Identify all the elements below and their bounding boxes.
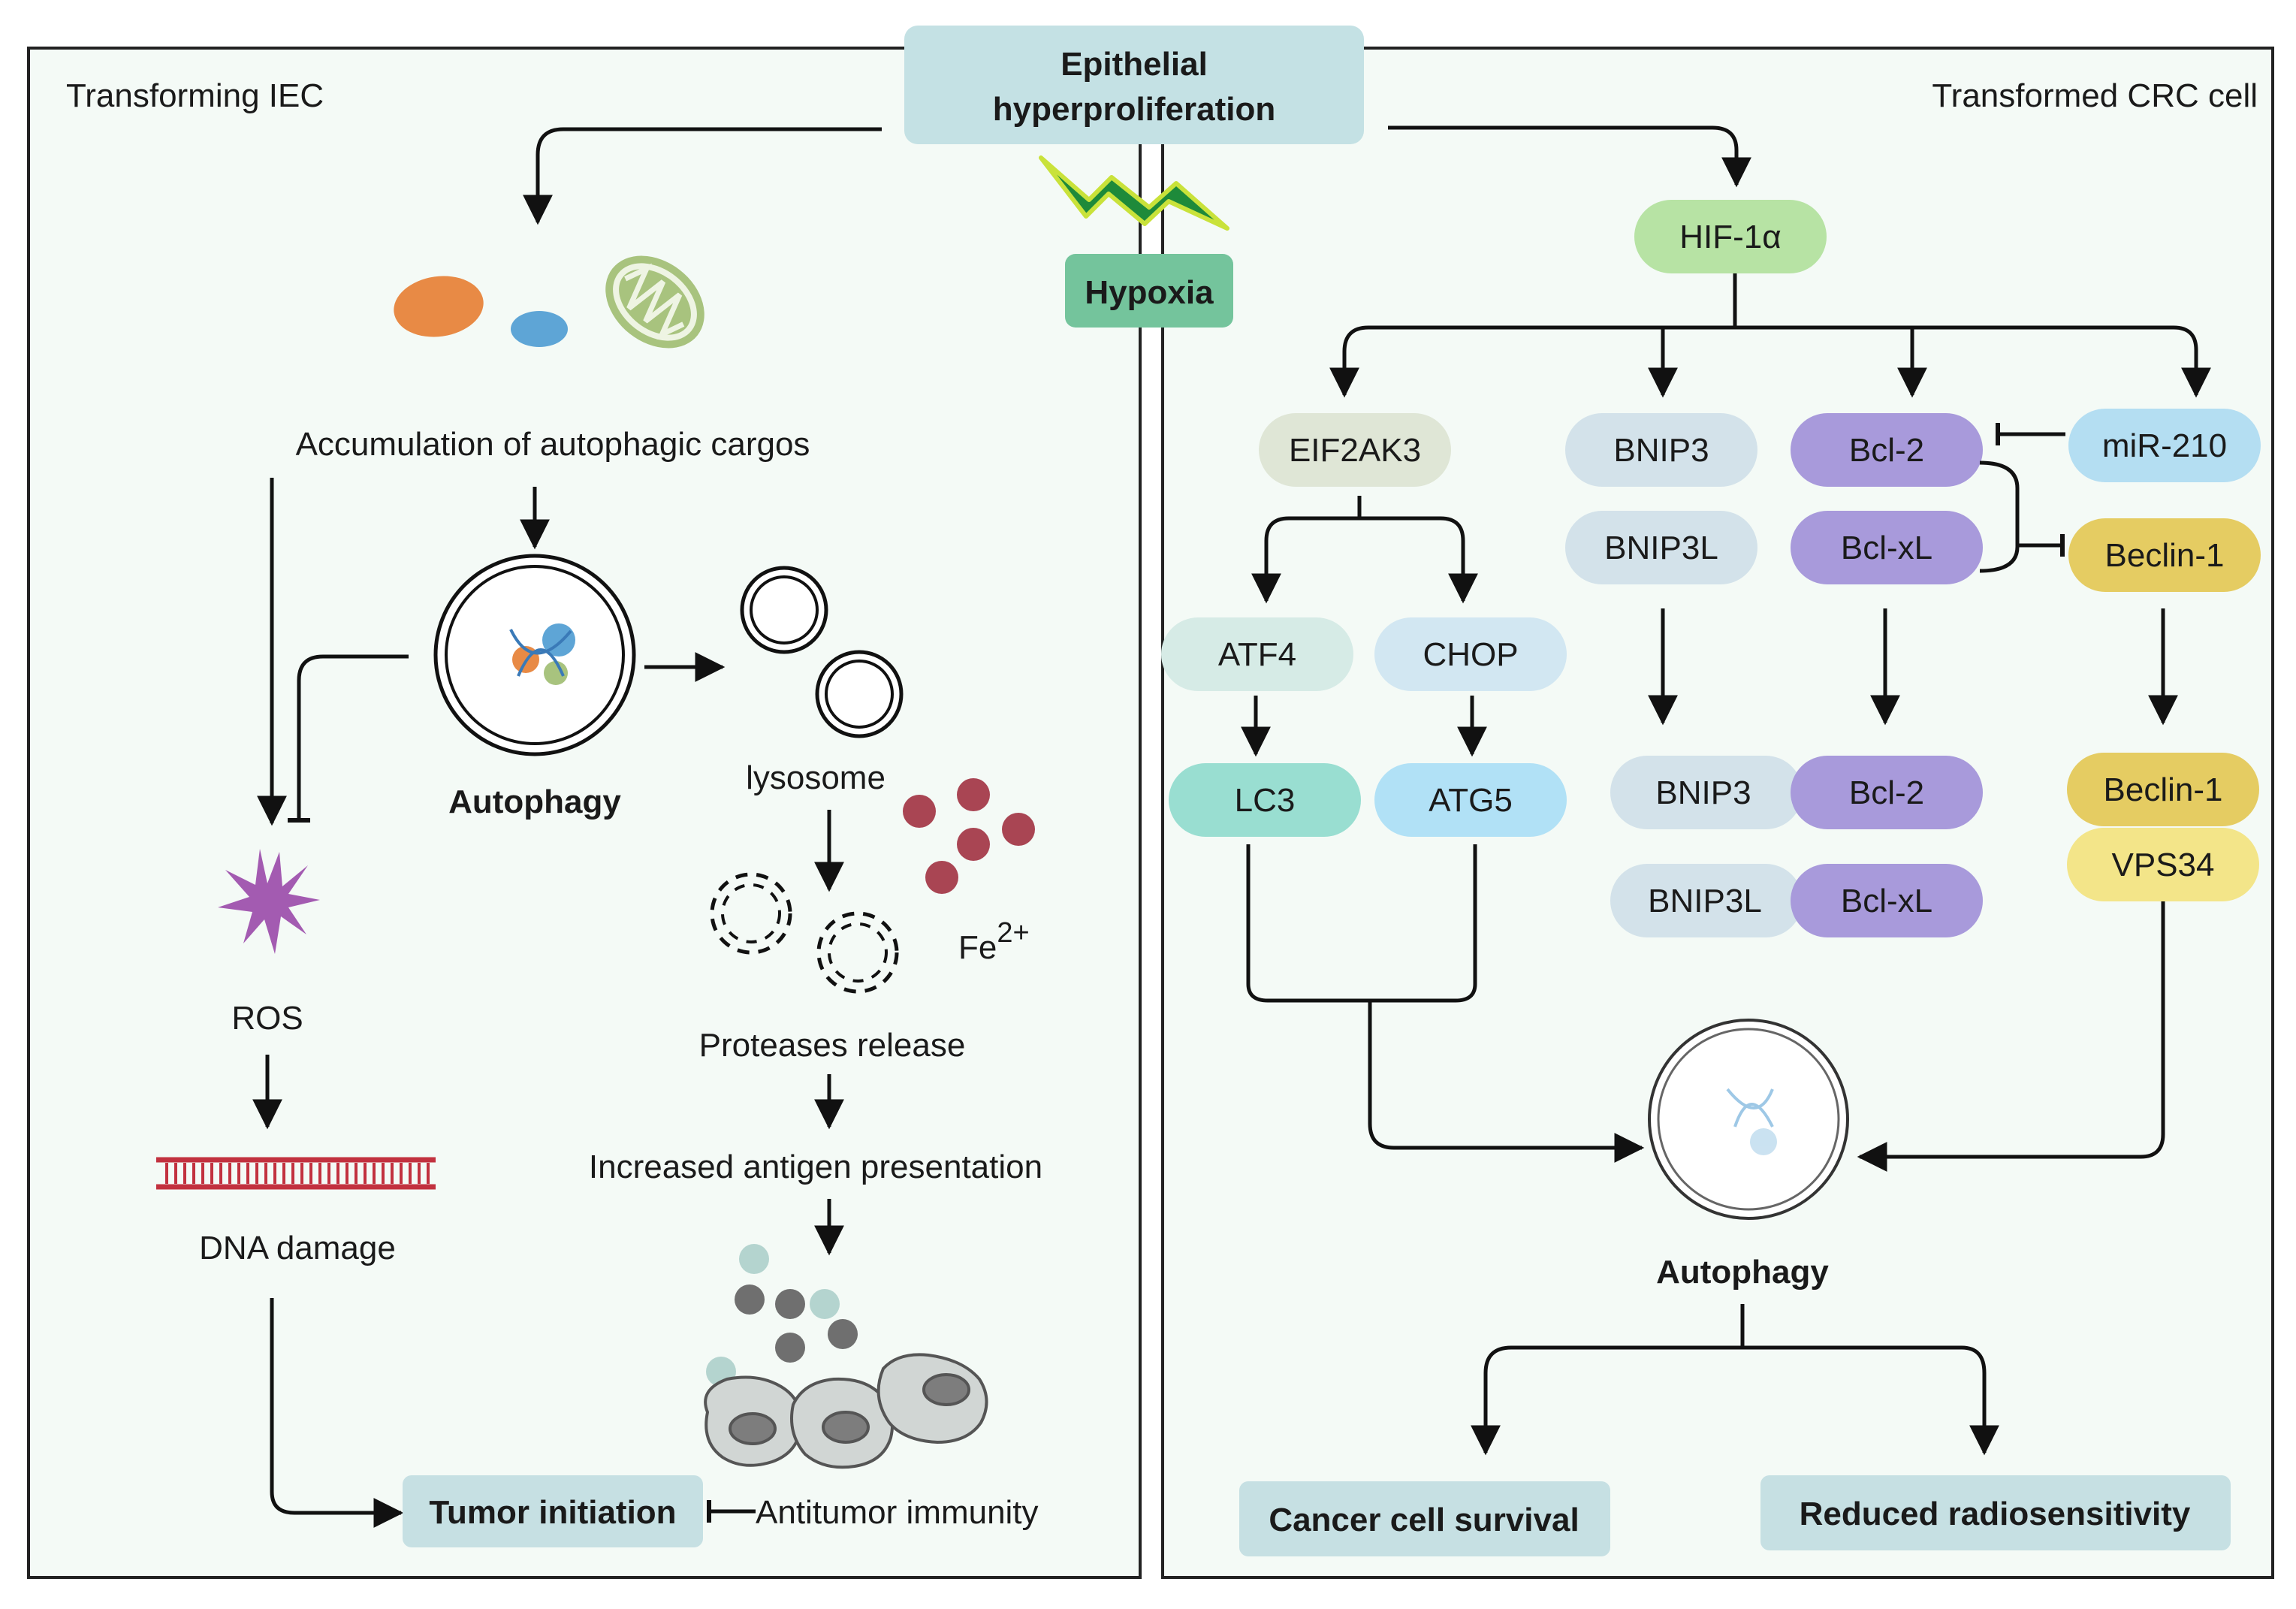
eif2ak3-label: EIF2AK3 (1289, 432, 1421, 469)
chop-box (1374, 617, 1567, 691)
autophagic-cargo-right-icon (1726, 1088, 1777, 1155)
lysosome-icon-2 (815, 650, 904, 738)
bnip3l-complex-box (1610, 864, 1803, 937)
bcl2-complex-box (1791, 756, 1983, 829)
reduced-radiosensitivity-label: Reduced radiosensitivity (1800, 1496, 2191, 1532)
epithelial-hyperproliferation-box (904, 26, 1364, 144)
beclin1-label: Beclin-1 (2105, 537, 2225, 574)
arrow-vps34-to-autophagy (1857, 901, 2165, 1172)
left-panel (27, 47, 1142, 1579)
tumor-initiation-label: Tumor initiation (429, 1494, 676, 1531)
dna-damage-label: DNA damage (199, 1230, 396, 1266)
arrow-hif-to-mir210 (1735, 325, 2211, 398)
antitumor-immunity-label: Antitumor immunity (756, 1494, 1039, 1531)
autophagic-cargo-icon (509, 623, 575, 685)
arrow-top-to-hif (1388, 125, 1751, 188)
ros-icon (218, 849, 320, 954)
arrow-hif-to-eif2ak3 (1329, 325, 1735, 398)
dna-damage-icon (156, 1157, 436, 1190)
bnip3-complex-label: BNIP3 (1655, 774, 1751, 811)
atf4-box (1161, 617, 1353, 691)
antigen-particles-icon (706, 1244, 858, 1387)
ruptured-lysosome-icon-2 (816, 911, 899, 994)
autophagy-right-label: Autophagy (1656, 1254, 1829, 1291)
atf4-label: ATF4 (1218, 636, 1296, 673)
hypoxia-box (1065, 254, 1233, 328)
arrow-eif2ak3-to-chop (1359, 516, 1478, 604)
left-panel-title: Transforming IEC (66, 77, 324, 114)
arrow-autophagy-to-radiosensitivity (1742, 1345, 1999, 1456)
vps34-box (2067, 828, 2259, 901)
bcl-bracket (1979, 460, 2020, 573)
arrow-top-to-cargos (523, 127, 882, 225)
right-panel-title: Transformed CRC cell (1932, 77, 2258, 114)
antigen-label: Increased antigen presentation (589, 1149, 1042, 1185)
accumulation-label: Accumulation of autophagic cargos (296, 426, 810, 463)
bclxl-complex-box (1791, 864, 1983, 937)
lightning-icon (1039, 155, 1229, 231)
bnip3l-complex-label: BNIP3L (1648, 883, 1762, 919)
inhibit-autophagy-to-ros (288, 654, 409, 823)
cancer-cell-survival-label: Cancer cell survival (1269, 1502, 1579, 1538)
cancer-cell-survival-box (1239, 1481, 1610, 1556)
bclxl-label: Bcl-xL (1841, 530, 1932, 566)
mitochondrion-icon (605, 255, 704, 349)
bcl2-complex-label: Bcl-2 (1849, 774, 1924, 811)
mir210-label: miR-210 (2102, 427, 2227, 464)
proteases-label: Proteases release (699, 1027, 966, 1064)
beclin1-complex-box (2067, 753, 2259, 826)
epithelial-label-line1: Epithelial (1061, 46, 1208, 83)
bnip3l-box (1565, 511, 1757, 584)
arrow-eif2ak3-to-atf4 (1251, 516, 1359, 604)
vps34-label: VPS34 (2112, 847, 2215, 883)
hypoxia-label: Hypoxia (1085, 274, 1214, 311)
line-lc3-atg5-merge (1246, 844, 1477, 1003)
bnip3-box (1565, 413, 1757, 487)
bcl2-box (1791, 413, 1983, 487)
hif-label: HIF-1α (1679, 219, 1781, 255)
ruptured-lysosome-icon (710, 872, 792, 955)
fe-label: Fe2+ (958, 917, 1030, 966)
reduced-radiosensitivity-box (1760, 1475, 2231, 1550)
autophagy-left-label: Autophagy (448, 783, 621, 820)
hif-box (1634, 200, 1827, 273)
lc3-box (1169, 763, 1361, 837)
epithelial-label-line2: hyperproliferation (993, 91, 1276, 128)
iron-ions-icon (903, 778, 1035, 894)
tumor-initiation-box (403, 1475, 703, 1547)
cargo-blue-icon (511, 311, 568, 347)
bcl2-label: Bcl-2 (1849, 432, 1924, 469)
atg5-label: ATG5 (1429, 782, 1513, 819)
chop-label: CHOP (1423, 636, 1518, 673)
eif2ak3-box (1259, 413, 1451, 487)
mir210-box (2068, 409, 2261, 482)
beclin1-complex-label: Beclin-1 (2104, 771, 2223, 808)
immune-cells-icon (704, 1353, 988, 1469)
bnip3l-label: BNIP3L (1604, 530, 1718, 566)
bclxl-complex-label: Bcl-xL (1841, 883, 1932, 919)
arrow-merge-to-autophagy (1368, 1001, 1645, 1163)
cargo-orange-icon (394, 276, 484, 337)
beclin1-box (2068, 518, 2261, 592)
autophagosome-right-icon (1648, 1019, 1849, 1220)
bnip3-label: BNIP3 (1613, 432, 1709, 469)
bnip3-complex-box (1610, 756, 1803, 829)
ros-label: ROS (231, 1000, 303, 1037)
arrow-dna-to-tumor (270, 1298, 404, 1528)
lysosome-label: lysosome (746, 759, 886, 796)
lysosome-icon (740, 566, 828, 654)
bclxl-box (1791, 511, 1983, 584)
lc3-label: LC3 (1235, 782, 1296, 819)
atg5-box (1374, 763, 1567, 837)
arrow-autophagy-to-survival (1471, 1345, 1742, 1456)
